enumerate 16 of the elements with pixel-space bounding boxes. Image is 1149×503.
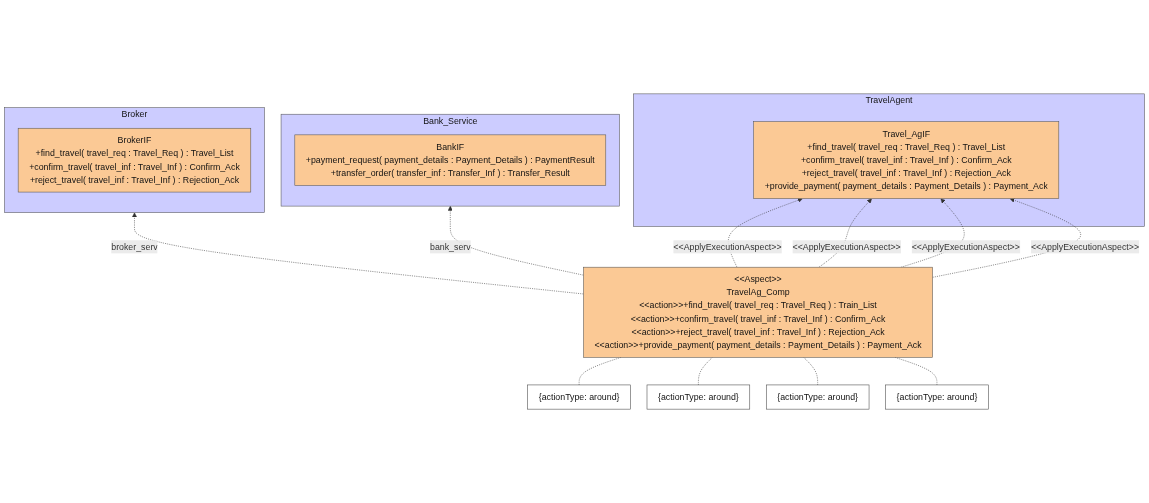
edge-label: broker_serv — [111, 241, 158, 252]
node-box: BankIF +payment_request( payment_details : Payment_Details ) : PaymentResult +transfer_order( transfer_inf : Transfer_Inf ) : Transfer_Result — [294, 134, 607, 186]
node-box: {actionType: around} — [766, 384, 870, 410]
edge-label: <<ApplyExecutionAspect>> — [1030, 241, 1140, 252]
connector — [698, 357, 713, 386]
node-box: {actionType: around} — [646, 384, 751, 410]
edge-label: bank_serv — [429, 241, 471, 252]
node-box: Travel_AgIF +find_travel( travel_req : Travel_Req ) : Travel_List +confirm_travel( travel_inf : Travel_Inf ) : Confirm_Ack +reject_travel( travel_inf : Travel_Inf ) : Rejection_Ack +provide_payment( payment_details : Payment_Details ) : Payment_Ack — [753, 121, 1060, 199]
node-box: <<Aspect>> TravelAg_Comp <<action>>+find_travel( travel_req : Travel_Req ) : Train_List <<action>>+confirm_travel( travel_inf : Travel_Inf ) : Confirm_Ack <<action>>+reject_travel( travel_inf : Travel_Inf ) : Rejection_Ack <<action>>+provide_payment( payment_details : Payment_Details ) : Payment_Ack — [583, 266, 933, 358]
node-box: BrokerIF +find_travel( travel_req : Travel_Req ) : Travel_List +confirm_travel( travel_inf : Travel_Inf ) : Confirm_Ack +reject_travel( travel_inf : Travel_Inf ) : Rejection_Ack — [17, 127, 252, 193]
edge-label: <<ApplyExecutionAspect>> — [792, 241, 901, 252]
edge-label: <<ApplyExecutionAspect>> — [673, 241, 782, 252]
node-box: {actionType: around} — [885, 384, 989, 410]
node-box: {actionType: around} — [527, 384, 631, 410]
connector — [803, 357, 818, 386]
edge-label: <<ApplyExecutionAspect>> — [911, 241, 1020, 252]
